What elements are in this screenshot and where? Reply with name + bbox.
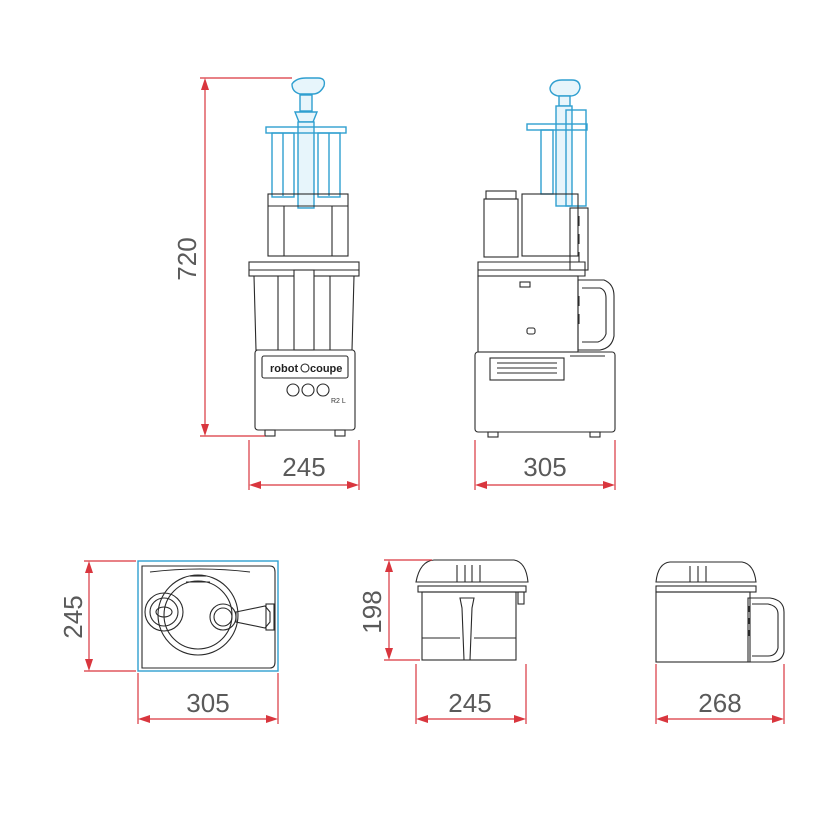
- dimension-label-245-base: 245: [448, 688, 491, 718]
- dimension-width-305-side: 305: [474, 440, 616, 490]
- start-button-icon: [286, 383, 300, 397]
- pusher: [265, 77, 347, 209]
- dimension-width-305-top: 305: [137, 673, 279, 724]
- dimension-label-245-top: 245: [58, 595, 88, 638]
- dimension-height-720: 720: [172, 77, 292, 437]
- logo-text-2: coupe: [310, 363, 342, 375]
- front-view: robot coupe R2 L: [248, 77, 360, 437]
- base-side-view: [655, 561, 785, 663]
- base-front-view: [415, 559, 529, 661]
- top-view: [137, 560, 279, 672]
- dimension-label-245-front: 245: [282, 452, 325, 482]
- dimension-height-198: 198: [357, 559, 432, 661]
- side-pusher: [526, 79, 588, 207]
- side-view: [474, 79, 616, 438]
- dimension-label-720: 720: [172, 237, 202, 280]
- dimension-label-305-side: 305: [523, 452, 566, 482]
- stop-button-icon: [301, 383, 315, 397]
- dimension-width-268-base: 268: [655, 664, 785, 724]
- dimension-depth-245-top: 245: [58, 560, 136, 672]
- dimension-width-245-front: 245: [248, 440, 360, 490]
- pulse-button-icon: [316, 383, 330, 397]
- model-label: R2 L: [331, 398, 346, 405]
- dimension-width-245-base: 245: [415, 664, 527, 724]
- dimension-label-198: 198: [357, 590, 387, 633]
- logo-text: robot: [270, 363, 298, 375]
- dimension-label-305-top: 305: [186, 688, 229, 718]
- dimension-label-268: 268: [698, 688, 741, 718]
